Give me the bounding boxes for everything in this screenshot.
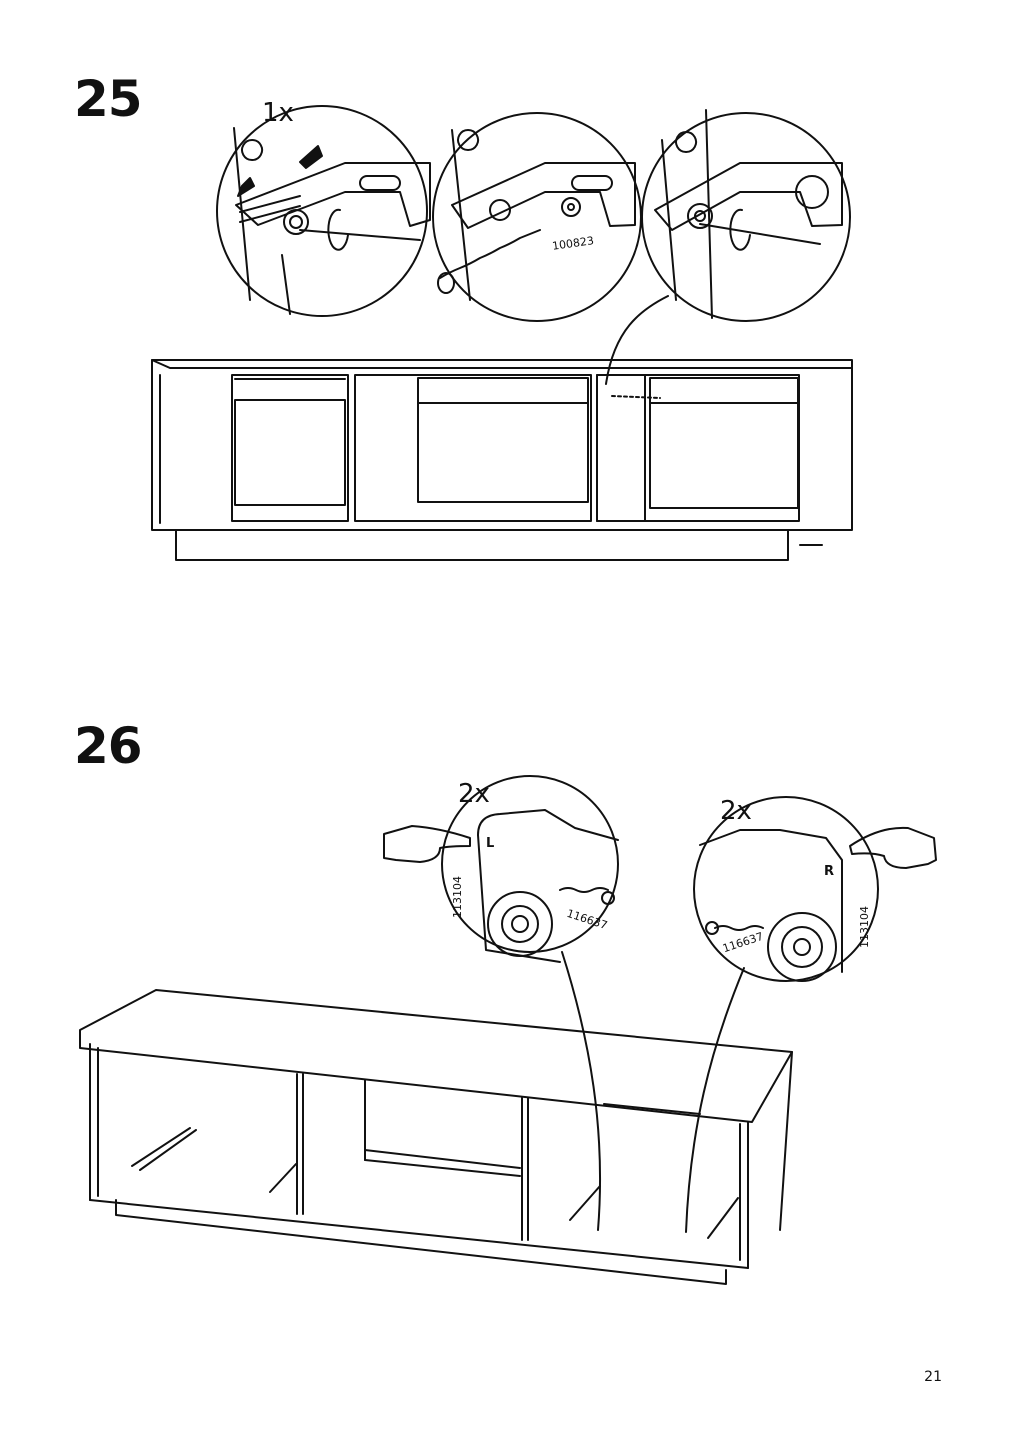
callout-line-25 xyxy=(605,295,669,385)
detail-circle-left xyxy=(441,775,619,963)
cabinet-perspective-view xyxy=(79,989,793,1285)
detail-circle-1 xyxy=(216,105,431,317)
cabinet-front-view xyxy=(151,359,853,561)
callout-line-left xyxy=(561,951,602,1231)
detail-circle-3 xyxy=(641,109,851,322)
pointing-hand-left-icon xyxy=(383,825,471,863)
step-number: 26 xyxy=(74,717,143,775)
side-label-left: L xyxy=(486,836,495,851)
page-number: 21 xyxy=(924,1369,942,1385)
callout-line-right xyxy=(685,967,745,1233)
pointing-hand-right-icon xyxy=(849,826,937,869)
detail-circle-2 xyxy=(432,112,642,322)
quantity-label-right: 2x xyxy=(720,796,752,826)
step-number: 25 xyxy=(74,70,143,128)
quantity-label-left: 2x xyxy=(458,779,490,809)
side-label-right: R xyxy=(824,864,835,879)
part-number: 113104 xyxy=(451,876,464,918)
part-number: 113104 xyxy=(858,906,871,948)
detail-circle-right xyxy=(693,796,879,982)
quantity-label: 1x xyxy=(262,98,294,128)
